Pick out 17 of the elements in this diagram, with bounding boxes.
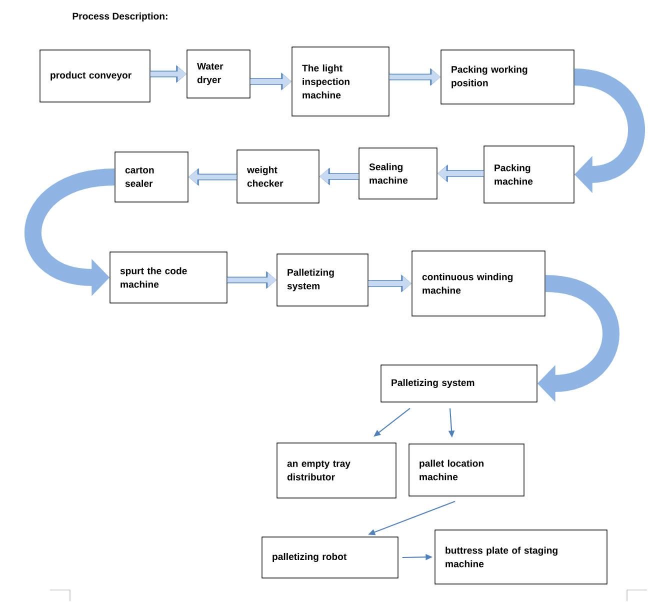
process-box: spurt the code machine: [110, 252, 228, 304]
process-box: palletizing robot: [262, 536, 398, 578]
process-box: The light inspection machine: [292, 46, 390, 116]
process-box: Palletizing system: [380, 364, 538, 402]
process-box: buttress plate of staging machine: [434, 530, 608, 584]
process-box: pallet location machine: [408, 444, 524, 496]
title: Process Description:: [72, 12, 168, 22]
process-box: continuous winding machine: [412, 250, 546, 316]
process-box: Palletizing system: [276, 254, 368, 306]
process-box: product conveyor: [40, 50, 150, 102]
process-box: carton sealer: [114, 152, 188, 202]
process-box: Packing working position: [440, 50, 574, 104]
process-box: an empty tray distributor: [276, 442, 396, 498]
process-box: Water dryer: [186, 50, 250, 98]
process-box: Packing machine: [484, 146, 574, 204]
process-box: Sealing machine: [358, 148, 438, 200]
process-box: weight checker: [236, 150, 320, 204]
